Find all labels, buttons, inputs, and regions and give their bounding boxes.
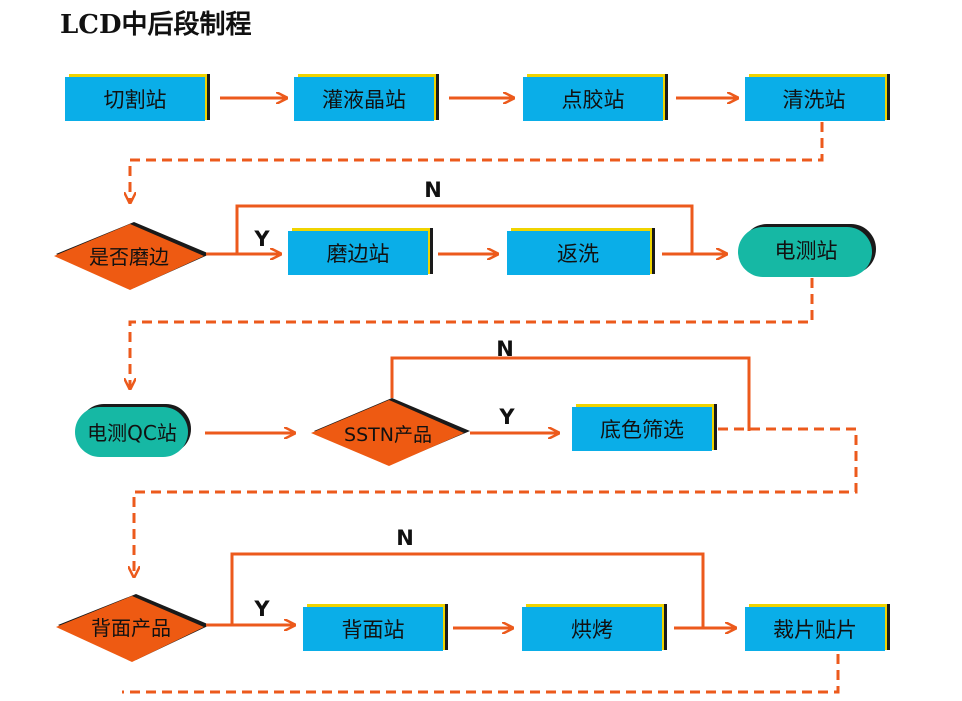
step-color-sort-label: 底色筛选 bbox=[600, 418, 684, 442]
step-color-sort: 底色筛选 bbox=[572, 404, 717, 451]
step-cutting-label: 切割站 bbox=[104, 88, 167, 112]
terminal-etest-qc: 电测QC站 bbox=[75, 404, 191, 457]
step-cut-attach: 裁片贴片 bbox=[745, 604, 890, 651]
sstn-yes-label: Y bbox=[498, 405, 515, 429]
bypass-sstn-no bbox=[390, 356, 751, 431]
connector-clean-to-edge-check bbox=[130, 122, 824, 202]
connector-etest-to-qc bbox=[130, 278, 814, 388]
terminal-electrical-test-label: 电测站 bbox=[775, 239, 838, 263]
step-glue: 点胶站 bbox=[523, 74, 668, 121]
back-yes-label: Y bbox=[253, 597, 270, 621]
decision-edge-grinding-label: 是否磨边 bbox=[89, 245, 169, 269]
step-lc-fill-label: 灌液晶站 bbox=[322, 88, 406, 112]
terminal-electrical-test: 电测站 bbox=[738, 224, 876, 277]
step-clean-label: 清洗站 bbox=[783, 88, 846, 112]
bypass-edge-no bbox=[235, 204, 694, 254]
decision-edge-grinding: 是否磨边 bbox=[54, 222, 210, 290]
terminal-etest-qc-label: 电测QC站 bbox=[87, 421, 177, 445]
connector-cut-attach-continue bbox=[122, 654, 840, 694]
step-cutting: 切割站 bbox=[65, 74, 210, 121]
edge-no-label: N bbox=[424, 178, 442, 202]
step-back-side: 背面站 bbox=[303, 604, 448, 651]
step-clean: 清洗站 bbox=[745, 74, 890, 121]
step-lc-fill: 灌液晶站 bbox=[294, 74, 439, 121]
decision-back-side: 背面产品 bbox=[56, 594, 210, 662]
step-rewash: 返洗 bbox=[507, 228, 655, 275]
page-title: LCD中后段制程 bbox=[60, 10, 252, 40]
step-back-side-label: 背面站 bbox=[342, 618, 405, 642]
step-edge-grinding-label: 磨边站 bbox=[327, 242, 390, 266]
sstn-no-label: N bbox=[496, 337, 514, 361]
decision-sstn-label: SSTN产品 bbox=[344, 424, 432, 446]
decision-sstn: SSTN产品 bbox=[311, 398, 470, 466]
step-cut-attach-label: 裁片贴片 bbox=[773, 618, 857, 642]
step-bake: 烘烤 bbox=[522, 604, 667, 651]
step-rewash-label: 返洗 bbox=[557, 242, 599, 266]
bypass-back-no bbox=[230, 552, 705, 628]
step-bake-label: 烘烤 bbox=[571, 618, 613, 642]
step-edge-grinding: 磨边站 bbox=[288, 228, 433, 275]
connector-color-sort-to-back-check bbox=[134, 427, 858, 576]
step-glue-label: 点胶站 bbox=[562, 88, 625, 112]
back-no-label: N bbox=[396, 526, 414, 550]
edge-yes-label: Y bbox=[253, 227, 270, 251]
decision-back-side-label: 背面产品 bbox=[91, 616, 171, 640]
